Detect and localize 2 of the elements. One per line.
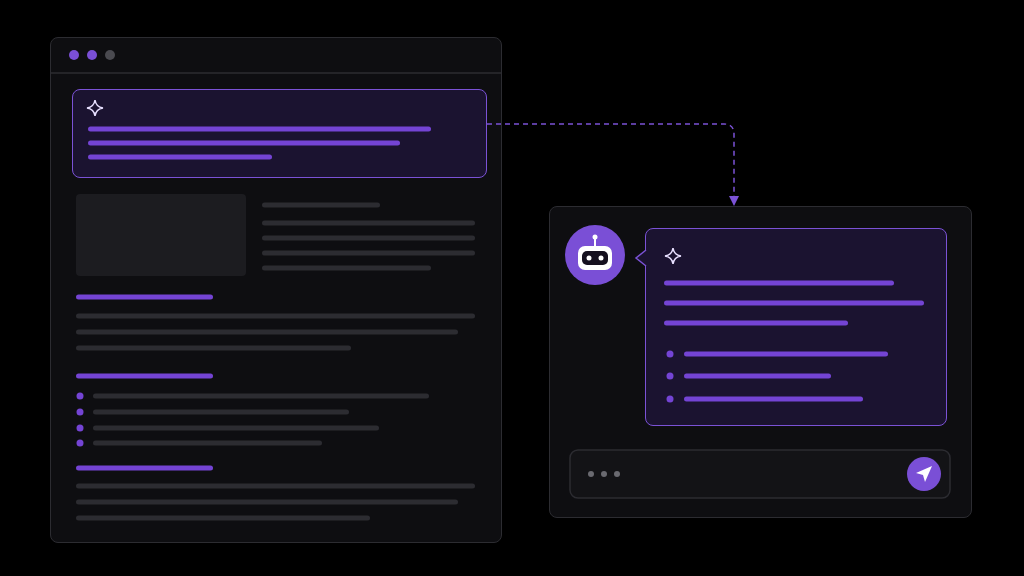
- dashed-arrow: [486, 123, 739, 206]
- chat-bubble: [645, 228, 947, 426]
